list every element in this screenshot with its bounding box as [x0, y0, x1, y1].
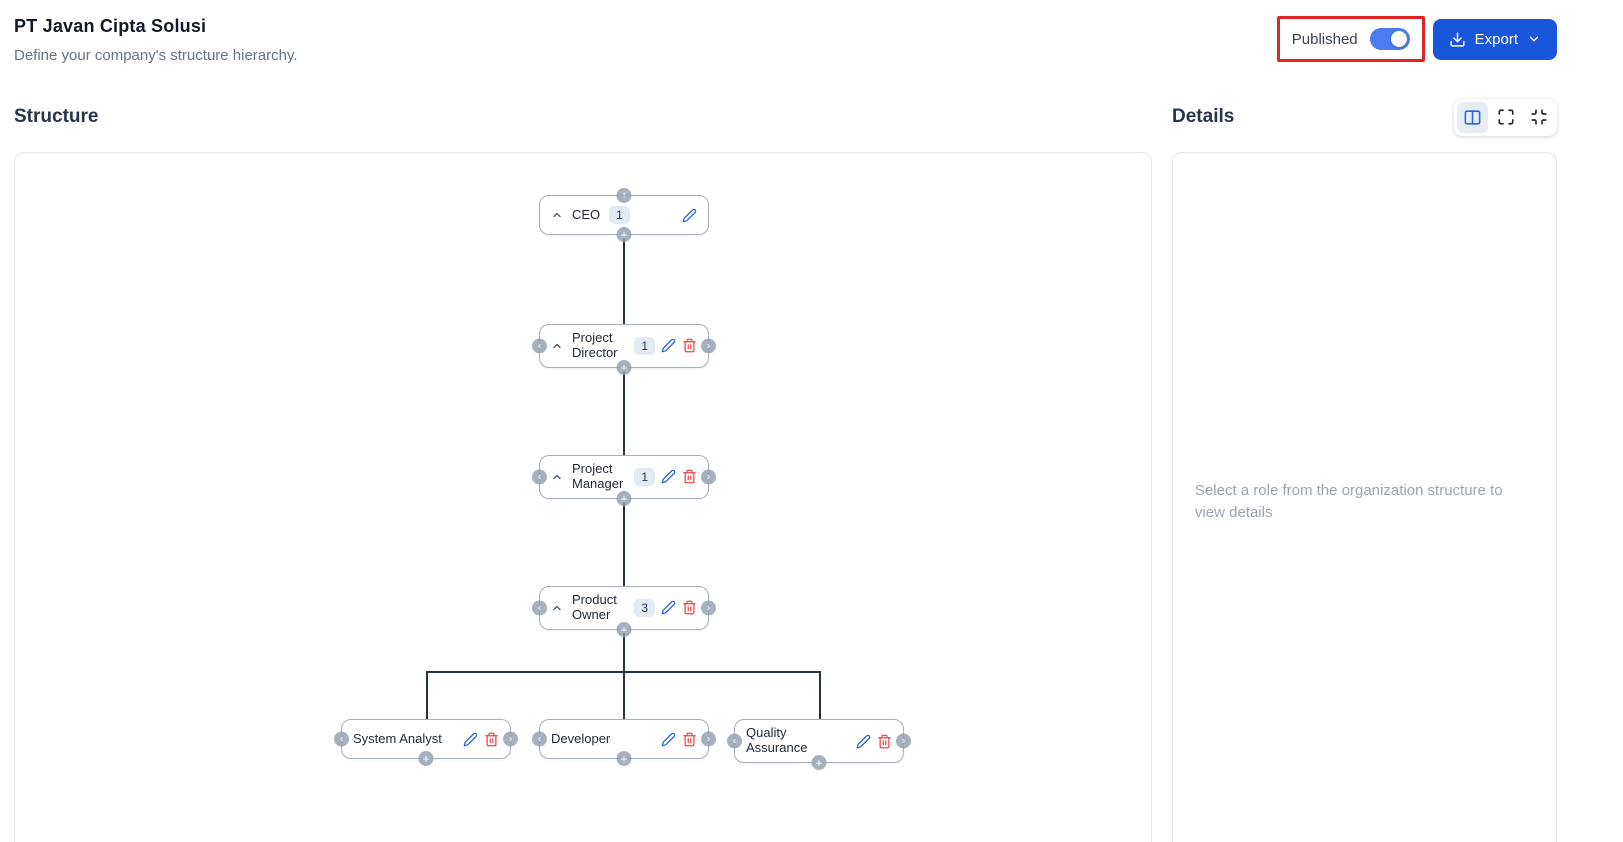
handle-chevron-right[interactable]: › — [701, 600, 716, 616]
handle-chevron-left[interactable]: ‹ — [532, 731, 547, 747]
structure-heading: Structure — [14, 106, 99, 127]
edit-pencil-icon[interactable] — [661, 338, 676, 353]
delete-trash-icon[interactable] — [682, 469, 697, 484]
maximize-icon — [1497, 108, 1515, 126]
edit-pencil-icon[interactable] — [661, 469, 676, 484]
org-node-system-analyst[interactable]: System Analyst ‹ › + — [334, 719, 518, 766]
add-child-plus-handle[interactable]: + — [616, 491, 632, 506]
page-subtitle: Define your company's structure hierarch… — [14, 47, 298, 64]
minimize-button[interactable] — [1523, 102, 1554, 133]
collapse-chevron-icon[interactable] — [551, 340, 563, 352]
delete-trash-icon[interactable] — [682, 338, 697, 353]
handle-chevron-left[interactable]: ‹ — [532, 600, 547, 616]
add-child-plus-handle[interactable]: + — [616, 622, 632, 637]
delete-trash-icon[interactable] — [877, 734, 892, 749]
delete-trash-icon[interactable] — [682, 600, 697, 615]
split-view-button[interactable] — [1457, 101, 1488, 133]
node-label: Developer — [551, 730, 611, 746]
page-title: PT Javan Cipta Solusi — [14, 16, 207, 36]
export-button[interactable]: Export — [1432, 18, 1557, 60]
add-child-plus-handle[interactable]: + — [418, 751, 434, 766]
handle-chevron-left[interactable]: ‹ — [334, 731, 349, 747]
connector-line — [623, 630, 625, 671]
handle-chevron-right[interactable]: › — [503, 731, 518, 747]
org-node-project-manager[interactable]: Project Manager 1 ‹ › + — [532, 455, 716, 506]
maximize-button[interactable] — [1490, 102, 1521, 133]
delete-trash-icon[interactable] — [682, 732, 697, 747]
toggle-knob — [1390, 31, 1407, 47]
published-label: Published — [1291, 30, 1358, 48]
edit-pencil-icon[interactable] — [661, 732, 676, 747]
split-view-icon — [1463, 108, 1482, 127]
add-child-plus-handle[interactable]: + — [616, 360, 632, 375]
edit-pencil-icon[interactable] — [463, 732, 478, 747]
published-highlight-box: Published — [1276, 16, 1425, 62]
handle-chevron-right[interactable]: › — [701, 338, 716, 354]
connector-line — [623, 499, 625, 586]
connector-line — [623, 368, 625, 455]
org-node-ceo[interactable]: CEO 1 ↑ + — [539, 188, 709, 242]
collapse-chevron-icon[interactable] — [551, 602, 563, 614]
add-child-plus-handle[interactable]: + — [811, 755, 827, 770]
node-label: Project Manager — [572, 461, 624, 491]
panels-row: CEO 1 ↑ + Project Director 1 — [0, 152, 1623, 842]
page-header: PT Javan Cipta Solusi Define your compan… — [0, 0, 1623, 64]
structure-canvas[interactable]: CEO 1 ↑ + Project Director 1 — [14, 152, 1152, 842]
connector-line — [623, 671, 625, 719]
delete-trash-icon[interactable] — [484, 732, 499, 747]
connector-line — [623, 235, 625, 324]
minimize-icon — [1530, 108, 1548, 126]
add-child-plus-handle[interactable]: + — [616, 227, 632, 242]
add-child-plus-handle[interactable]: + — [616, 751, 632, 766]
node-label: Product Owner — [572, 592, 617, 622]
chevron-down-icon — [1527, 32, 1541, 46]
handle-chevron-left[interactable]: ‹ — [727, 733, 742, 749]
node-label: CEO — [572, 206, 601, 222]
details-placeholder-text: Select a role from the organization stru… — [1194, 482, 1503, 521]
node-label: Project Director — [572, 330, 618, 360]
details-panel: Select a role from the organization stru… — [1171, 152, 1557, 842]
download-icon — [1449, 31, 1466, 48]
headcount-badge: 1 — [634, 336, 655, 356]
published-toggle[interactable] — [1369, 28, 1410, 50]
handle-chevron-left[interactable]: ‹ — [532, 338, 547, 354]
export-button-label: Export — [1474, 30, 1518, 48]
node-label: System Analyst — [353, 730, 442, 746]
handle-chevron-right[interactable]: › — [701, 731, 716, 747]
org-node-developer[interactable]: Developer ‹ › + — [532, 719, 716, 766]
edit-pencil-icon[interactable] — [661, 600, 676, 615]
view-mode-toolbar — [1454, 98, 1557, 136]
collapse-chevron-icon[interactable] — [551, 471, 563, 483]
org-node-product-owner[interactable]: Product Owner 3 ‹ › + — [532, 586, 716, 637]
org-node-project-director[interactable]: Project Director 1 ‹ › + — [532, 324, 716, 375]
details-heading: Details — [1172, 106, 1235, 127]
node-label: Quality Assurance — [746, 725, 808, 755]
connector-line — [819, 671, 821, 719]
headcount-badge: 3 — [634, 598, 655, 618]
title-block: PT Javan Cipta Solusi Define your compan… — [14, 16, 298, 64]
headcount-badge: 1 — [634, 467, 655, 487]
edit-pencil-icon[interactable] — [682, 208, 697, 223]
org-node-quality-assurance[interactable]: Quality Assurance ‹ › + — [727, 719, 911, 770]
section-headings-row: Structure Details — [0, 96, 1623, 138]
handle-chevron-right[interactable]: › — [701, 469, 716, 485]
headcount-badge: 1 — [609, 205, 630, 225]
connector-line — [426, 671, 428, 719]
header-actions: Published Export — [1276, 16, 1557, 62]
handle-chevron-right[interactable]: › — [896, 733, 911, 749]
handle-chevron-left[interactable]: ‹ — [532, 469, 547, 485]
collapse-chevron-icon[interactable] — [551, 209, 563, 221]
edit-pencil-icon[interactable] — [856, 734, 871, 749]
handle-arrow-up[interactable]: ↑ — [616, 188, 632, 203]
